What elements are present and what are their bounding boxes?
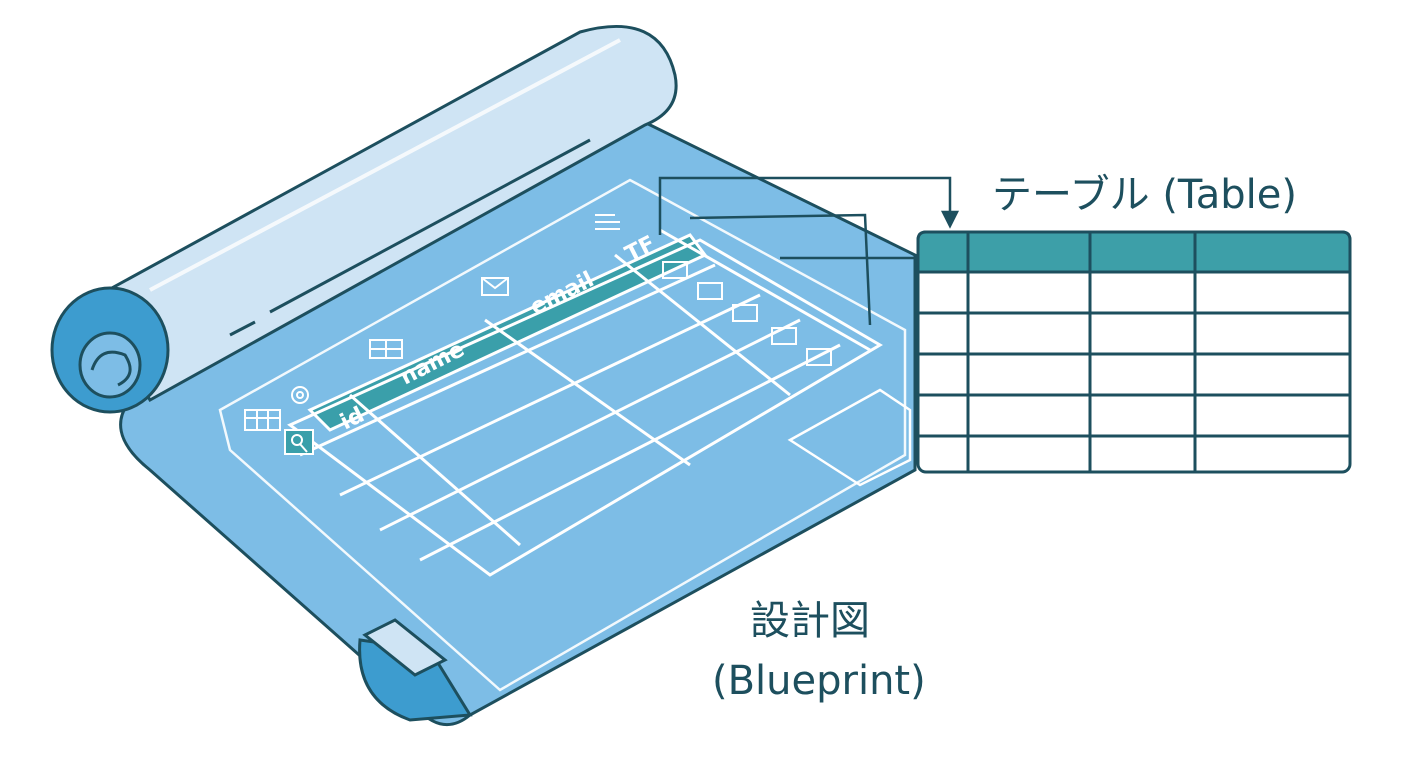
table-label: テーブル (Table) [992, 172, 1297, 218]
mail-icon [481, 277, 509, 296]
blueprint-icons [244, 214, 832, 455]
blueprint-bottom-roll [358, 618, 473, 722]
mapping-arrows [658, 176, 960, 326]
result-table [916, 230, 1352, 474]
blueprint-label-jp: 設計図 [750, 598, 870, 644]
table-grid-icon [244, 409, 281, 431]
blueprint-left-roll [50, 286, 170, 414]
blueprint-top-roll [87, 24, 678, 403]
blueprint-label-en: (Blueprint) [712, 658, 926, 704]
blueprint-table-grid [287, 228, 883, 577]
gear-icon [291, 386, 309, 404]
result-table-grid [918, 232, 1350, 472]
key-icon [284, 429, 314, 455]
grid-icon [369, 339, 403, 359]
document-list-icon [662, 261, 832, 366]
menu-lines-icon [595, 214, 620, 230]
blueprint-note-box [787, 388, 912, 487]
